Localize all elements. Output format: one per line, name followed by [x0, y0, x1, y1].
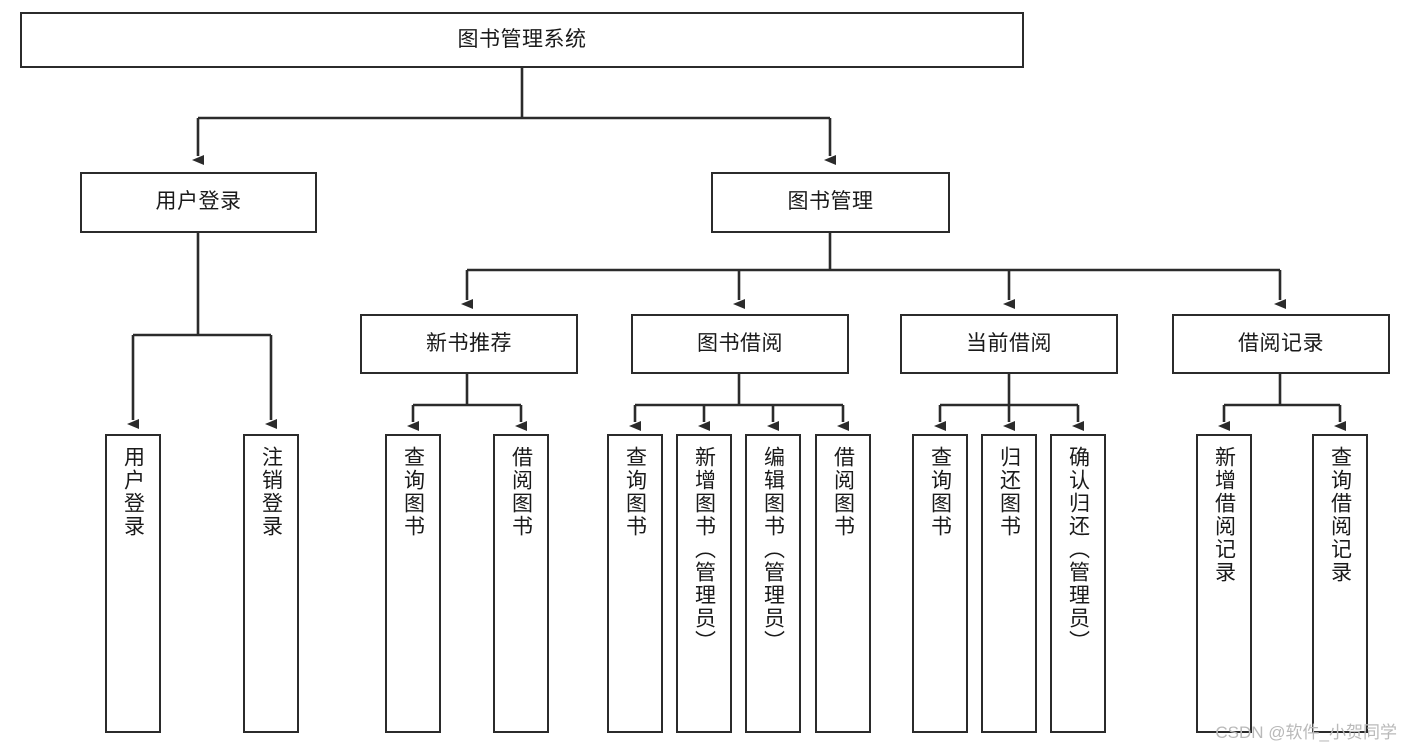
node-leaf-label: 查询图书: [928, 446, 952, 538]
node-leaf-label: 新增图书（管理员）: [692, 446, 716, 653]
node-leaf-label: 借阅图书: [831, 446, 855, 538]
node-leaf-newbook-borrow-book[interactable]: 借阅图书: [493, 434, 549, 733]
node-current-borrowing[interactable]: 当前借阅: [900, 314, 1118, 374]
node-leaf-label: 编辑图书（管理员）: [761, 446, 785, 653]
node-new-book-recommendation[interactable]: 新书推荐: [360, 314, 578, 374]
node-leaf-borrowrecord-add-record[interactable]: 新增借阅记录: [1196, 434, 1252, 733]
node-leaf-label: 确认归还（管理员）: [1066, 446, 1090, 653]
node-book-borrowing-label: 图书借阅: [697, 331, 783, 355]
node-user-login-label: 用户登录: [155, 190, 242, 214]
node-book-borrowing[interactable]: 图书借阅: [631, 314, 849, 374]
node-leaf-bookborrow-add-book-admin[interactable]: 新增图书（管理员）: [676, 434, 732, 733]
node-leaf-user-login-login[interactable]: 用户登录: [105, 434, 161, 733]
node-root-book-management-system[interactable]: 图书管理系统: [20, 12, 1024, 68]
node-root-label: 图书管理系统: [457, 27, 587, 51]
csdn-watermark: CSDN @软件_小贺同学: [1215, 723, 1397, 742]
node-leaf-label: 用户登录: [121, 446, 145, 538]
node-leaf-label: 查询图书: [401, 446, 425, 538]
node-leaf-borrowrecord-query-record[interactable]: 查询借阅记录: [1312, 434, 1368, 733]
node-leaf-bookborrow-query-book[interactable]: 查询图书: [607, 434, 663, 733]
node-leaf-bookborrow-edit-book-admin[interactable]: 编辑图书（管理员）: [745, 434, 801, 733]
node-leaf-newbook-query-book[interactable]: 查询图书: [385, 434, 441, 733]
node-leaf-label: 查询图书: [623, 446, 647, 538]
node-book-management-label: 图书管理: [787, 190, 874, 214]
node-leaf-label: 新增借阅记录: [1212, 446, 1236, 584]
node-current-borrowing-label: 当前借阅: [966, 331, 1052, 355]
node-leaf-label: 注销登录: [259, 446, 283, 538]
node-leaf-user-login-logout[interactable]: 注销登录: [243, 434, 299, 733]
node-leaf-bookborrow-borrow-book[interactable]: 借阅图书: [815, 434, 871, 733]
node-borrowing-record[interactable]: 借阅记录: [1172, 314, 1390, 374]
node-book-management[interactable]: 图书管理: [711, 172, 950, 233]
node-leaf-label: 查询借阅记录: [1328, 446, 1352, 584]
node-leaf-currentborrow-confirm-return-admin[interactable]: 确认归还（管理员）: [1050, 434, 1106, 733]
node-leaf-currentborrow-return-book[interactable]: 归还图书: [981, 434, 1037, 733]
node-leaf-currentborrow-query-book[interactable]: 查询图书: [912, 434, 968, 733]
node-new-book-recommendation-label: 新书推荐: [426, 331, 512, 355]
node-leaf-label: 归还图书: [997, 446, 1021, 538]
node-user-login[interactable]: 用户登录: [80, 172, 317, 233]
node-borrowing-record-label: 借阅记录: [1238, 331, 1324, 355]
node-leaf-label: 借阅图书: [509, 446, 533, 538]
